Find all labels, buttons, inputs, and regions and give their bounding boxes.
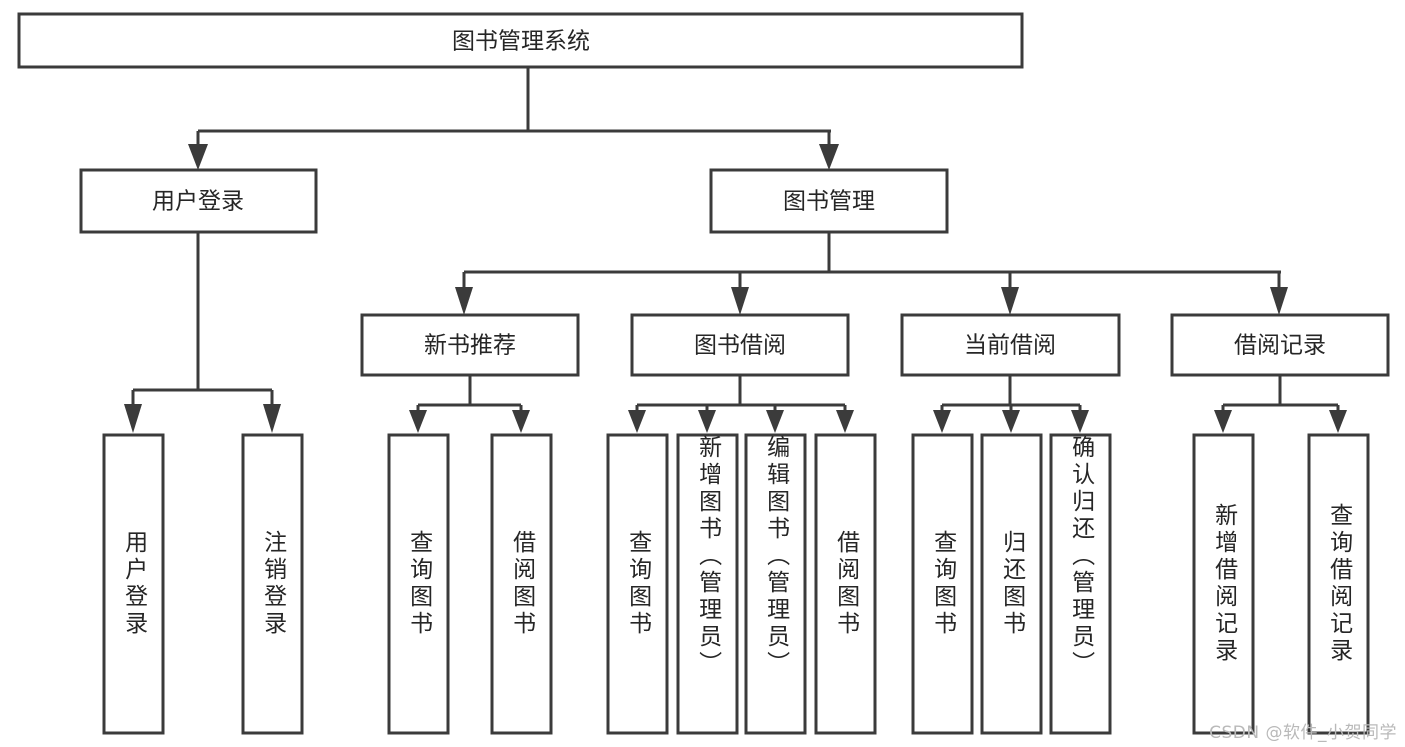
arrow-head-leaf-bb-1 [628, 410, 646, 433]
node-leaf-nbr-1[interactable] [387, 433, 450, 735]
arrow-head-user-login [188, 144, 208, 170]
node-new-book-recommend-label: 新书推荐 [424, 333, 516, 359]
node-user-login[interactable] [79, 168, 318, 234]
arrow-head-new-book-recommend [455, 287, 473, 315]
node-current-borrow-label: 当前借阅 [964, 333, 1056, 359]
node-borrow-record[interactable] [1170, 313, 1390, 377]
node-leaf-cb-2[interactable] [980, 433, 1043, 735]
arrow-head-leaf-bb-3 [766, 410, 784, 433]
connector-group-user-login [124, 232, 281, 433]
node-leaf-br-1[interactable] [1192, 433, 1255, 735]
node-leaf-cb-1[interactable] [911, 433, 974, 735]
connector-group-new-book-recommend [409, 375, 530, 433]
arrow-head-leaf-cb-1 [933, 410, 951, 433]
node-leaf-user-login-2[interactable] [241, 433, 304, 735]
connector-group-book-manage [455, 232, 1288, 315]
node-root-label: 图书管理系统 [452, 29, 590, 55]
arrow-head-leaf-user-login-1 [124, 404, 142, 433]
connector-group-book-borrow [628, 375, 854, 433]
arrow-head-current-borrow [1001, 287, 1019, 315]
node-book-manage-label: 图书管理 [783, 189, 875, 215]
arrow-head-book-manage [819, 144, 839, 170]
node-current-borrow[interactable] [900, 313, 1121, 377]
node-user-login-label: 用户登录 [152, 189, 244, 215]
node-leaf-bb-1[interactable] [606, 433, 669, 735]
arrow-head-book-borrow [731, 287, 749, 315]
node-new-book-recommend[interactable] [360, 313, 580, 377]
arrow-head-leaf-br-1 [1214, 410, 1232, 433]
arrow-head-leaf-nbr-1 [409, 410, 427, 433]
arrow-head-leaf-bb-4 [836, 410, 854, 433]
arrow-head-borrow-record [1270, 287, 1288, 315]
arrow-head-leaf-cb-2 [1002, 410, 1020, 433]
node-root[interactable] [17, 12, 1024, 69]
arrow-head-leaf-user-login-2 [263, 404, 281, 433]
connector-group-borrow-record [1214, 375, 1347, 433]
connector-group-root [188, 67, 839, 170]
node-leaf-bb-2[interactable] [676, 433, 739, 735]
node-leaf-bb-3[interactable] [744, 433, 807, 735]
node-book-borrow[interactable] [630, 313, 850, 377]
node-book-manage[interactable] [709, 168, 949, 234]
arrow-head-leaf-nbr-2 [512, 410, 530, 433]
arrow-head-leaf-cb-3 [1071, 410, 1089, 433]
watermark: CSDN @软件_小贺同学 [1209, 723, 1397, 743]
node-book-borrow-label: 图书借阅 [694, 333, 786, 359]
node-leaf-cb-3[interactable] [1049, 433, 1112, 735]
connector-group-current-borrow [933, 375, 1089, 433]
node-leaf-bb-4[interactable] [814, 433, 877, 735]
node-leaf-user-login-1[interactable] [102, 433, 165, 735]
arrow-head-leaf-bb-2 [698, 410, 716, 433]
arrow-head-leaf-br-2 [1329, 410, 1347, 433]
node-borrow-record-label: 借阅记录 [1234, 333, 1326, 359]
node-leaf-nbr-2[interactable] [490, 433, 553, 735]
node-leaf-br-2[interactable] [1307, 433, 1370, 735]
